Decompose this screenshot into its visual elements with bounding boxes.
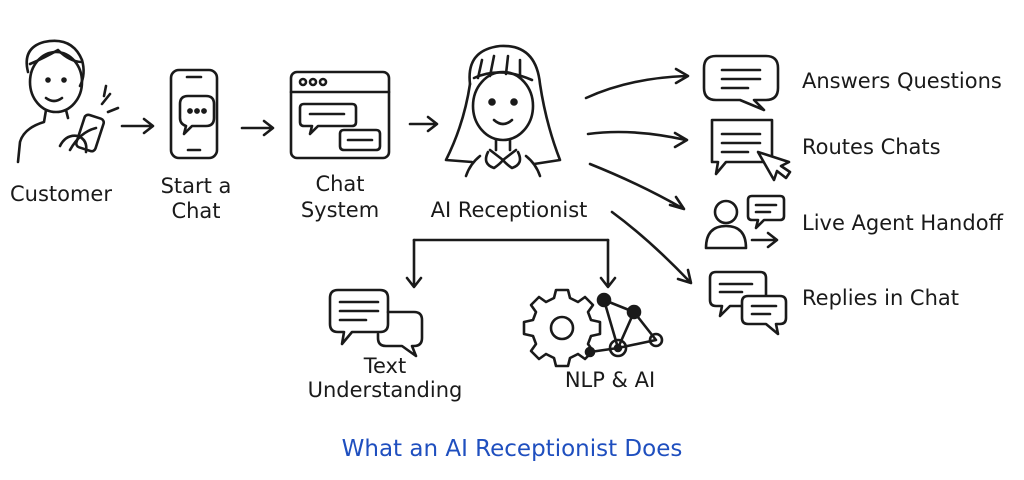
chat-system-label-line1: Chat <box>315 172 365 196</box>
gear-network-icon <box>522 288 664 368</box>
split-arrow <box>405 238 617 289</box>
start-chat-label-line2: Chat <box>171 199 221 223</box>
start-chat-label-line1: Start a <box>160 174 232 198</box>
outcome-live-agent-handoff: Live Agent Handoff <box>802 211 1004 235</box>
chat-window-icon <box>289 70 391 160</box>
flow-arrows <box>120 115 439 137</box>
customer-icon <box>16 39 120 164</box>
phone-chat-icon <box>169 68 219 160</box>
chat-system-label-line2: System <box>300 198 380 222</box>
double-bubble-icon <box>708 270 788 336</box>
nlp-ai-label: NLP & AI <box>564 368 656 392</box>
chat-cursor-icon <box>710 118 792 182</box>
receptionist-label: AI Receptionist <box>430 198 588 222</box>
speech-bubble-icon <box>702 54 780 112</box>
fanout-arrows <box>584 67 693 285</box>
outcome-routes-chats: Routes Chats <box>802 135 941 159</box>
text-understanding-label-line2: Understanding <box>307 378 463 402</box>
diagram-title: What an AI Receptionist Does <box>341 436 683 462</box>
outcome-answers-questions: Answers Questions <box>802 69 1002 93</box>
outcome-replies-in-chat: Replies in Chat <box>802 286 959 310</box>
agent-handoff-icon <box>704 194 786 250</box>
text-understanding-label-line1: Text <box>363 354 407 378</box>
text-understanding-icon <box>328 288 424 358</box>
customer-label: Customer <box>9 182 112 206</box>
receptionist-icon <box>444 44 562 178</box>
